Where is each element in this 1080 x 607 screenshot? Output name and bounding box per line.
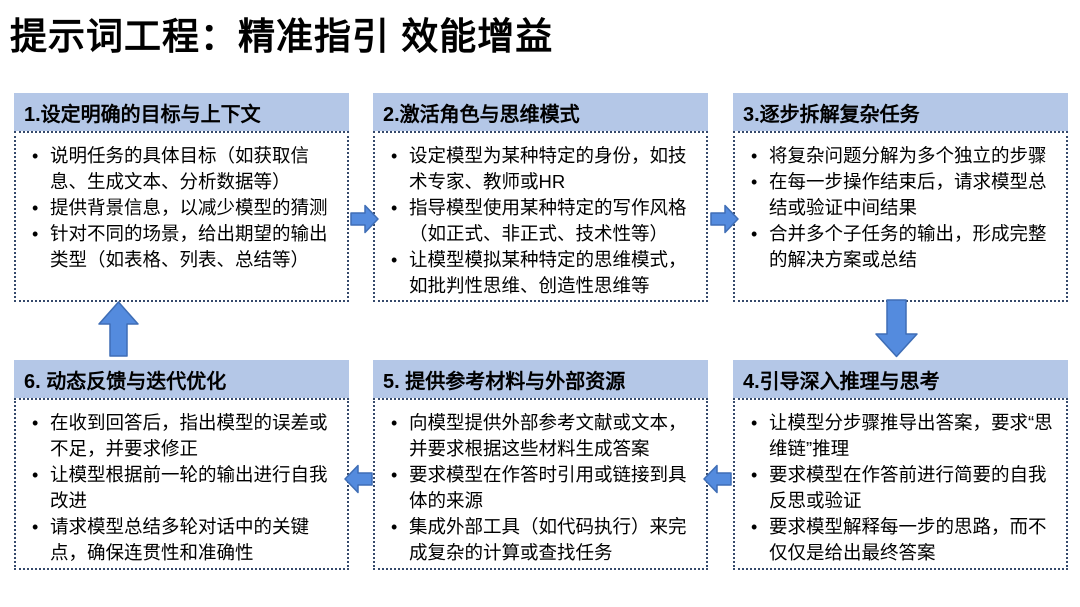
bullet-item: 合并多个子任务的输出，形成完整的解决方案或总结: [743, 221, 1060, 273]
page-title: 提示词工程：精准指引 效能增益: [10, 16, 554, 57]
box-4-body: 让模型分步骤推导出答案，要求“思维链”推理 要求模型在作答前进行简要的自我反思或…: [733, 398, 1068, 570]
up-arrow-icon: [98, 301, 139, 357]
left-arrow-icon: [703, 464, 732, 494]
bullet-item: 说明任务的具体目标（如获取信息、生成文本、分析数据等）: [24, 143, 341, 195]
down-arrow-icon: [875, 299, 918, 358]
box-3-body: 将复杂问题分解为多个独立的步骤 在每一步操作结束后，请求模型总结或验证中间结果 …: [733, 131, 1068, 302]
step-box-5-reference-materials: 5. 提供参考材料与外部资源 向模型提供外部参考文献或文本，并要求根据这些材料生…: [373, 360, 708, 570]
bullet-item: 要求模型在作答时引用或链接到具体的来源: [383, 462, 700, 514]
bullet-item: 设定模型为某种特定的身份，如技术专家、教师或HR: [383, 143, 700, 195]
bullet-item: 提供背景信息，以减少模型的猜测: [24, 195, 341, 221]
bullet-item: 让模型模拟某种特定的思维模式，如批判性思维、创造性思维等: [383, 247, 700, 299]
bullet-item: 让模型分步骤推导出答案，要求“思维链”推理: [743, 410, 1060, 462]
box-2-body: 设定模型为某种特定的身份，如技术专家、教师或HR 指导模型使用某种特定的写作风格…: [373, 131, 708, 302]
step-box-1-goals-context: 1.设定明确的目标与上下文 说明任务的具体目标（如获取信息、生成文本、分析数据等…: [14, 93, 349, 302]
bullet-item: 请求模型总结多轮对话中的关键点，确保连贯性和准确性: [24, 514, 341, 566]
bullet-item: 让模型根据前一轮的输出进行自我改进: [24, 462, 341, 514]
bullet-item: 将复杂问题分解为多个独立的步骤: [743, 143, 1060, 169]
bullet-item: 集成外部工具（如代码执行）来完成复杂的计算或查找任务: [383, 514, 700, 566]
bullet-item: 要求模型在作答前进行简要的自我反思或验证: [743, 462, 1060, 514]
step-box-2-role-mindset: 2.激活角色与思维模式 设定模型为某种特定的身份，如技术专家、教师或HR 指导模…: [373, 93, 708, 302]
box-4-header: 4.引导深入推理与思考: [733, 360, 1068, 398]
right-arrow-icon: [710, 204, 739, 234]
box-3-bullets: 将复杂问题分解为多个独立的步骤 在每一步操作结束后，请求模型总结或验证中间结果 …: [743, 143, 1060, 273]
step-box-4-deep-reasoning: 4.引导深入推理与思考 让模型分步骤推导出答案，要求“思维链”推理 要求模型在作…: [733, 360, 1068, 570]
box-1-bullets: 说明任务的具体目标（如获取信息、生成文本、分析数据等） 提供背景信息，以减少模型…: [24, 143, 341, 273]
right-arrow-icon: [350, 204, 379, 234]
step-box-3-decompose-tasks: 3.逐步拆解复杂任务 将复杂问题分解为多个独立的步骤 在每一步操作结束后，请求模…: [733, 93, 1068, 302]
left-arrow-icon: [344, 464, 373, 494]
box-1-body: 说明任务的具体目标（如获取信息、生成文本、分析数据等） 提供背景信息，以减少模型…: [14, 131, 349, 302]
box-2-header: 2.激活角色与思维模式: [373, 93, 708, 131]
box-6-header: 6. 动态反馈与迭代优化: [14, 360, 349, 398]
box-5-bullets: 向模型提供外部参考文献或文本，并要求根据这些材料生成答案 要求模型在作答时引用或…: [383, 410, 700, 566]
box-4-bullets: 让模型分步骤推导出答案，要求“思维链”推理 要求模型在作答前进行简要的自我反思或…: [743, 410, 1060, 566]
box-6-bullets: 在收到回答后，指出模型的误差或不足，并要求修正 让模型根据前一轮的输出进行自我改…: [24, 410, 341, 566]
box-3-header: 3.逐步拆解复杂任务: [733, 93, 1068, 131]
bullet-item: 针对不同的场景，给出期望的输出类型（如表格、列表、总结等）: [24, 221, 341, 273]
bullet-item: 指导模型使用某种特定的写作风格（如正式、非正式、技术性等）: [383, 195, 700, 247]
bullet-item: 在收到回答后，指出模型的误差或不足，并要求修正: [24, 410, 341, 462]
step-box-6-feedback-iteration: 6. 动态反馈与迭代优化 在收到回答后，指出模型的误差或不足，并要求修正 让模型…: [14, 360, 349, 570]
bullet-item: 在每一步操作结束后，请求模型总结或验证中间结果: [743, 169, 1060, 221]
bullet-item: 要求模型解释每一步的思路，而不仅仅是给出最终答案: [743, 514, 1060, 566]
box-1-header: 1.设定明确的目标与上下文: [14, 93, 349, 131]
box-5-header: 5. 提供参考材料与外部资源: [373, 360, 708, 398]
box-5-body: 向模型提供外部参考文献或文本，并要求根据这些材料生成答案 要求模型在作答时引用或…: [373, 398, 708, 570]
bullet-item: 向模型提供外部参考文献或文本，并要求根据这些材料生成答案: [383, 410, 700, 462]
box-6-body: 在收到回答后，指出模型的误差或不足，并要求修正 让模型根据前一轮的输出进行自我改…: [14, 398, 349, 570]
box-2-bullets: 设定模型为某种特定的身份，如技术专家、教师或HR 指导模型使用某种特定的写作风格…: [383, 143, 700, 299]
